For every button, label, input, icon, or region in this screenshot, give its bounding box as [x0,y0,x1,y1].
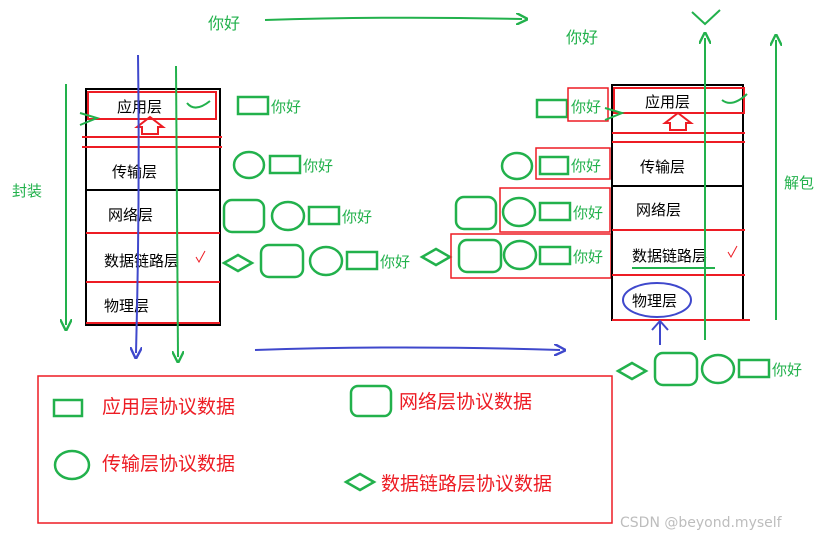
receiver-layer-network: 网络层 [636,201,681,219]
receiver-datalink-payload: 你好 [573,248,603,266]
receiver-small-check-icon [727,245,738,259]
encap-label: 封装 [12,182,42,200]
encapsulation-arrows: 封装 [12,54,178,357]
legend-trans-label: 传输层协议数据 [102,453,235,475]
network-header-box-icon [653,351,699,387]
decap-label: 解包 [784,174,814,192]
sender-small-check-icon [195,250,206,264]
sender-layer-network: 网络层 [108,206,153,224]
sender-up-arrow-icon [134,115,166,135]
receiver-network-payload: 你好 [573,204,603,222]
app-data-box-icon [538,155,570,176]
app-data-box-icon [538,245,572,266]
app-data-box-icon [535,98,569,119]
sender-layer-transport: 传输层 [112,163,157,181]
app-data-box-icon [236,95,270,116]
sender-stack-frame [85,88,221,326]
receiver-blue-up-arrow [651,319,669,345]
receiver-app-highlight [567,87,609,122]
receiver-layer-transport: 传输层 [640,158,685,176]
app-data-box-icon [737,358,771,379]
legend-frame [37,375,613,524]
receiver-up-arrow-icon [662,111,694,131]
app-data-box-icon [538,201,572,222]
transport-header-circle-icon [502,239,538,271]
sender-datalink-payload: 你好 [380,253,410,271]
link-header-diamond-icon [419,247,453,267]
top-transfer-arrow: 你好 你好 [208,14,598,47]
receiver-right-arrowhead [604,107,626,121]
sender-packet-datalink: 你好 [221,243,410,279]
sender-packet-network: 你好 [222,198,372,234]
legend-link-label: 数据链路层协议数据 [381,473,552,495]
receiver-packet-transport: 你好 [500,147,611,181]
bottom-transfer-arrow [254,348,560,351]
transport-header-circle-icon [500,151,534,181]
sender-network-payload: 你好 [342,208,372,226]
transport-header-circle-icon [501,196,537,228]
sender-blue-down-arrow [136,54,139,353]
receiver-top-check-icon [691,9,721,26]
receiver-bottom-payload: 你好 [772,361,802,379]
sender-check-mark-icon [186,100,211,109]
legend-net-box-icon [349,384,393,418]
sender-packet-app: 你好 [236,95,301,116]
app-data-box-icon [307,205,341,226]
legend-app-label: 应用层协议数据 [102,396,235,418]
transport-header-circle-icon [308,245,344,277]
top-arrow-label: 你好 [208,14,240,33]
link-header-diamond-icon [615,361,649,381]
receiver-layer-datalink: 数据链路层 [632,247,707,265]
receiver-layer-application: 应用层 [645,93,690,111]
receiver-transport-payload: 你好 [571,157,601,175]
legend: 应用层协议数据 网络层协议数据 传输层协议数据 数据链路层协议数据 [37,375,613,524]
receiver-top-label: 你好 [566,28,598,47]
network-header-box-icon [454,195,498,231]
sender-layer-datalink: 数据链路层 [104,252,179,270]
sender-transport-payload: 你好 [303,157,333,175]
watermark: CSDN @beyond.myself [620,515,783,531]
receiver-packet-bottom: 你好 [615,351,802,387]
receiver-packets: 你好 你好 你好 你好 你好 [419,87,802,387]
transport-header-circle-icon [700,353,736,385]
network-header-box-icon [222,198,266,234]
receiver-packet-datalink: 你好 [419,233,612,279]
legend-app-box-icon [52,398,84,418]
network-header-box-icon [457,238,503,274]
physical-layer-circle [622,282,692,318]
receiver-layer-physical: 物理层 [632,292,677,310]
transport-header-circle-icon [232,150,266,180]
sender-layer-physical: 物理层 [104,297,149,315]
legend-net-label: 网络层协议数据 [399,391,532,413]
receiver-transport-highlight [535,147,611,180]
receiver-stack: 应用层 传输层 网络层 数据链路层 物理层 [604,84,750,345]
sender-stack: 应用层 传输层 网络层 数据链路层 物理层 [79,88,222,326]
decapsulation-arrows: 解包 [691,9,814,340]
receiver-network-highlight [499,187,611,233]
sender-packets: 你好 你好 你好 你好 [221,95,410,279]
sender-left-arrowhead [79,112,101,126]
sender-packet-transport: 你好 [232,150,333,180]
legend-trans-circle-icon [53,449,91,481]
transport-header-circle-icon [270,200,306,232]
link-header-diamond-icon [221,253,255,273]
sender-green-down-arrow [176,65,178,357]
receiver-packet-app: 你好 [535,87,609,122]
receiver-packet-network: 你好 [454,187,611,233]
app-data-box-icon [268,154,302,175]
receiver-check-mark-icon [721,93,748,104]
receiver-app-payload: 你好 [571,98,601,116]
legend-link-diamond-icon [343,472,377,492]
app-data-box-icon [345,250,379,271]
sender-app-payload: 你好 [271,98,301,116]
network-header-box-icon [259,243,305,279]
top-arrow-line [264,18,522,20]
